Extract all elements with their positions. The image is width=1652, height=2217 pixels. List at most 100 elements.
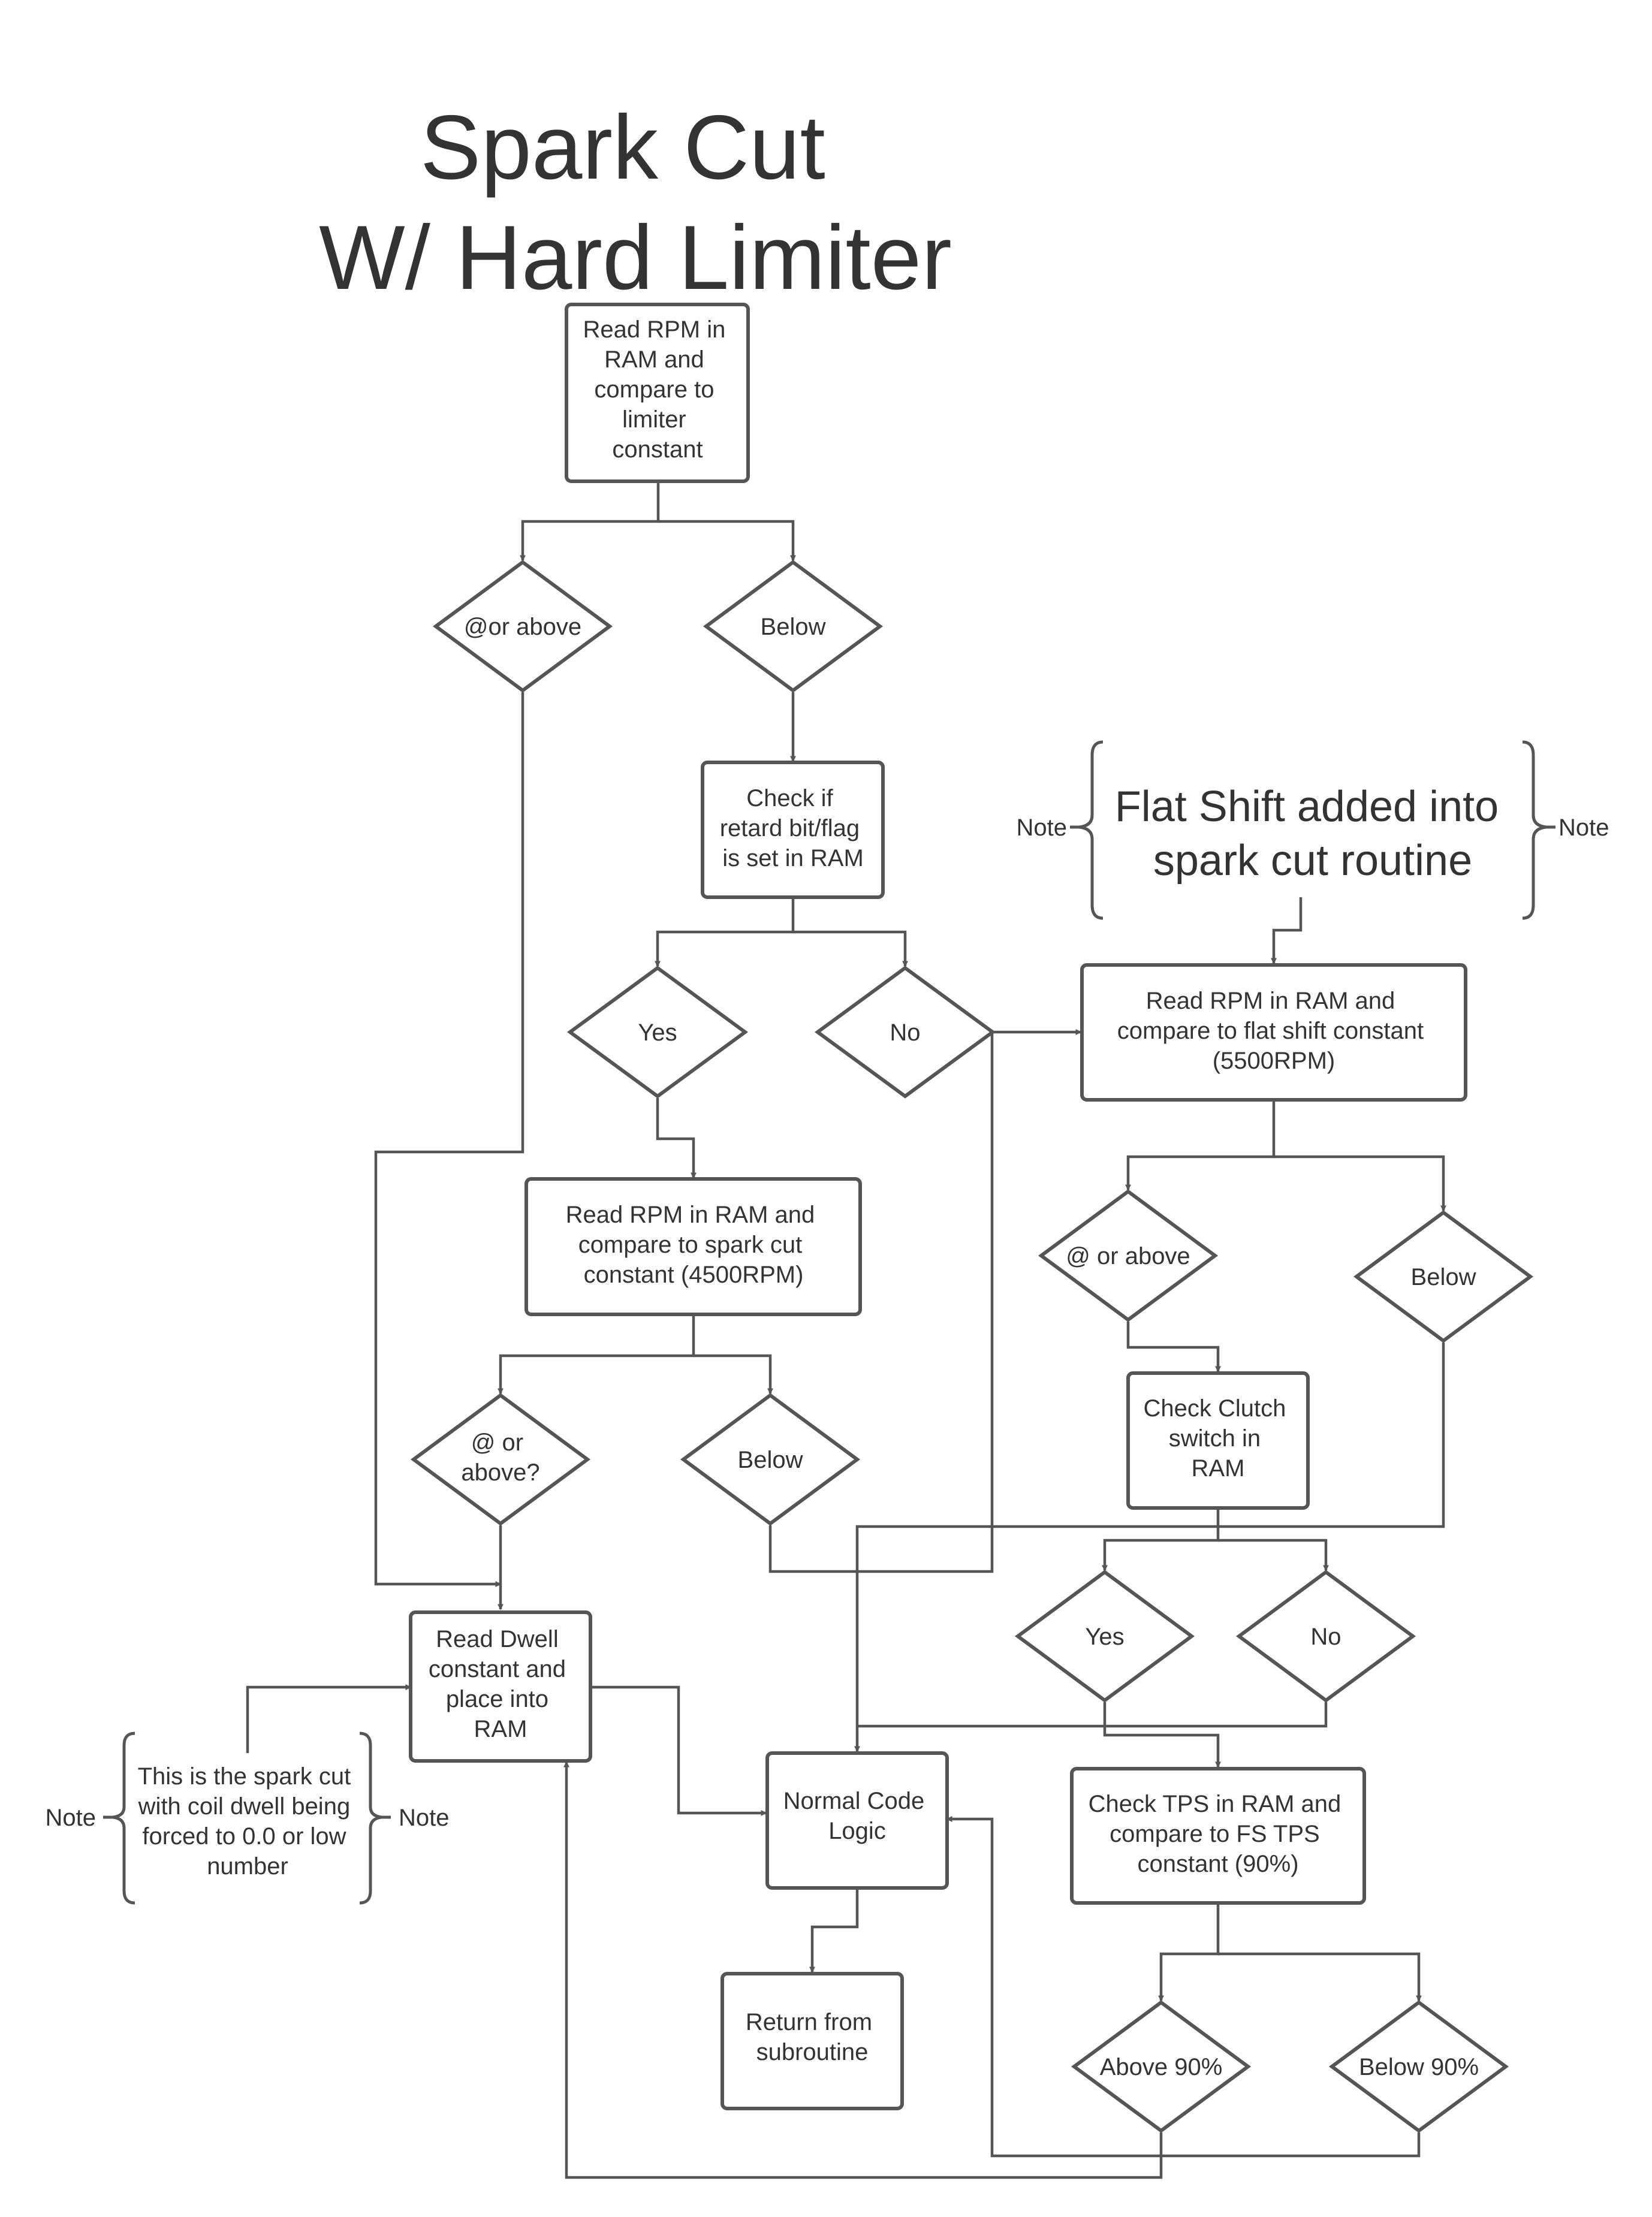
edge-no-2-to-normal bbox=[857, 1702, 1328, 1728]
edge-clutch-to-yes bbox=[1102, 1508, 1220, 1571]
node-read-rpm-spark-cut: Read RPM in RAM and compare to spark cut… bbox=[524, 1177, 862, 1316]
node-text-line: constant and bbox=[429, 1656, 566, 1682]
svg-text:Read RPM in RAM and comp: Read RPM in RAM and compare to flat shif… bbox=[1117, 988, 1431, 1074]
decision-below-90: Below 90% bbox=[1328, 2000, 1509, 2133]
node-read-rpm-flat-shift: Read RPM in RAM and compare to flat shif… bbox=[1080, 963, 1467, 1102]
edge-tps-to-above-90 bbox=[1158, 1903, 1220, 2002]
connectors bbox=[246, 481, 1446, 2179]
annotation-brace-right bbox=[359, 1732, 382, 1905]
diagram-title-line-1: Spark Cut bbox=[420, 96, 825, 198]
svg-text:@ or above?: @ or above? bbox=[461, 1429, 539, 1486]
node-return-from-subroutine: Return from subroutine bbox=[721, 1972, 904, 2110]
edge-spark-cut-to-at-or-above bbox=[498, 1314, 695, 1395]
node-text-line: Read RPM in bbox=[583, 316, 726, 343]
node-text-line: Check Clutch bbox=[1144, 1395, 1286, 1422]
annotation-note-left: Note bbox=[46, 1805, 97, 1831]
diagram-title: Spark Cut W/ Hard Limiter bbox=[319, 96, 952, 309]
decision-label-line: above? bbox=[461, 1459, 539, 1486]
annotation-text-line: forced to 0.0 or low bbox=[142, 1823, 346, 1850]
decision-label: Below bbox=[738, 1447, 803, 1473]
svg-text:Return from subroutine: Return from subroutine bbox=[746, 2009, 879, 2065]
decision-label: No bbox=[890, 1019, 920, 1046]
node-text-line: Logic bbox=[828, 1818, 886, 1844]
decision-label: No bbox=[1310, 1624, 1341, 1650]
decision-label: @ or above bbox=[1066, 1243, 1190, 1269]
decision-below-2: Below bbox=[680, 1393, 861, 1526]
decision-label: @or above bbox=[464, 614, 581, 640]
decision-at-or-above-2: @ or above? bbox=[410, 1393, 591, 1526]
node-text-line: constant bbox=[612, 436, 703, 463]
edge-flat-shift-to-at-or-above bbox=[1125, 1100, 1276, 1191]
edge-below-90-to-normal bbox=[946, 1816, 1421, 2158]
decision-no-1: No bbox=[814, 966, 996, 1099]
annotation-text-line: number bbox=[207, 1853, 288, 1880]
decision-yes-1: Yes bbox=[566, 966, 749, 1099]
node-text-line: compare to flat shift constant bbox=[1117, 1018, 1424, 1044]
edge-yes-2-to-tps bbox=[1103, 1702, 1221, 1768]
edge-clutch-to-no bbox=[1218, 1539, 1329, 1571]
node-text-line: constant (4500RPM) bbox=[584, 1262, 804, 1288]
edge-below-2-routing bbox=[768, 1032, 994, 1573]
diagram-title-line-2: W/ Hard Limiter bbox=[319, 207, 952, 309]
node-read-rpm-limiter: Read RPM in RAM and compare to limiter c… bbox=[565, 303, 750, 483]
edge-limiter-to-at-or-above bbox=[520, 481, 660, 562]
decision-below-3: Below bbox=[1353, 1210, 1534, 1343]
node-text-line: compare to bbox=[594, 376, 714, 403]
edge-yes-to-spark-cut bbox=[656, 1098, 697, 1179]
node-text-line: constant (90%) bbox=[1137, 1851, 1298, 1877]
svg-text:Check TPS in RAM and com: Check TPS in RAM and compare to FS TPS c… bbox=[1089, 1791, 1348, 1877]
decision-label: Yes bbox=[638, 1019, 677, 1046]
node-text-line: compare to spark cut bbox=[578, 1232, 803, 1258]
decision-label-line: @ or bbox=[471, 1429, 523, 1456]
annotation-brace-left bbox=[112, 1732, 135, 1905]
annotation-flat-shift: Note Note Flat Shift added into spark cu… bbox=[1017, 740, 1609, 920]
edge-note-to-dwell bbox=[246, 1684, 412, 1753]
decision-yes-2: Yes bbox=[1014, 1570, 1195, 1703]
node-check-retard: Check if retard bit/flag is set in RAM bbox=[701, 761, 885, 899]
edge-normal-to-return bbox=[809, 1888, 859, 1973]
node-text-line: subroutine bbox=[756, 2039, 869, 2065]
svg-text:Flat Shift added into sp: Flat Shift added into spark cut routine bbox=[1115, 783, 1511, 885]
annotation-note-left: Note bbox=[1017, 815, 1068, 841]
node-check-clutch: Check Clutch switch in RAM bbox=[1126, 1371, 1310, 1510]
annotation-brace-right bbox=[1522, 740, 1547, 920]
decision-label: Below bbox=[761, 614, 826, 640]
node-text-line: switch in bbox=[1169, 1425, 1261, 1452]
annotation-text-line: Flat Shift added into bbox=[1115, 783, 1499, 831]
svg-text:Check Clutch switch in: Check Clutch switch in RAM bbox=[1144, 1395, 1293, 1482]
annotation-note-right: Note bbox=[399, 1805, 450, 1831]
annotation-brace-left bbox=[1078, 740, 1104, 920]
node-text-line: RAM bbox=[1192, 1455, 1245, 1482]
node-text-line: retard bit/flag bbox=[720, 815, 860, 841]
decision-at-or-above-3: @ or above bbox=[1038, 1189, 1219, 1322]
edge-flat-shift-to-below bbox=[1274, 1155, 1446, 1212]
edge-at-or-above-3-to-clutch bbox=[1126, 1322, 1221, 1373]
decision-label: Below 90% bbox=[1359, 2054, 1479, 2080]
node-text-line: RAM and bbox=[604, 346, 704, 373]
edge-below-3-to-normal bbox=[854, 1343, 1445, 1753]
node-text-line: Return from bbox=[746, 2009, 872, 2035]
edge-dwell-to-normal bbox=[590, 1685, 767, 1816]
node-text-line: Read RPM in RAM and bbox=[1146, 988, 1395, 1014]
annotation-text-line: This is the spark cut bbox=[138, 1763, 351, 1790]
node-text-line: Check TPS in RAM and bbox=[1089, 1791, 1342, 1817]
decision-label: Below bbox=[1411, 1264, 1476, 1290]
node-text-line: Read Dwell bbox=[436, 1626, 559, 1652]
node-text-line: limiter bbox=[622, 406, 686, 433]
decision-no-2: No bbox=[1235, 1570, 1416, 1703]
svg-text:Normal Code Logic: Normal Code Logic bbox=[783, 1788, 931, 1844]
annotation-spark-cut-note: Note Note This is the spark cut with coi… bbox=[46, 1732, 450, 1905]
edge-at-or-above-to-dwell bbox=[374, 692, 524, 1587]
svg-text:Read RPM in RAM and comp: Read RPM in RAM and compare to spark cut… bbox=[566, 1202, 822, 1288]
node-text-line: RAM bbox=[474, 1716, 527, 1742]
edge-spark-cut-to-below bbox=[694, 1354, 773, 1395]
node-text-line: compare to FS TPS bbox=[1110, 1821, 1320, 1847]
node-normal-code-logic: Normal Code Logic bbox=[765, 1751, 949, 1890]
svg-text:Read RPM in RAM and: Read RPM in RAM and compare to limiter c… bbox=[583, 316, 732, 463]
annotation-text-line: spark cut routine bbox=[1153, 837, 1472, 885]
decision-at-or-above-1: @or above bbox=[432, 560, 613, 693]
decision-label: Above 90% bbox=[1100, 2054, 1223, 2080]
node-read-dwell: Read Dwell constant and place into RAM bbox=[409, 1610, 592, 1763]
node-text-line: Normal Code bbox=[783, 1788, 925, 1814]
